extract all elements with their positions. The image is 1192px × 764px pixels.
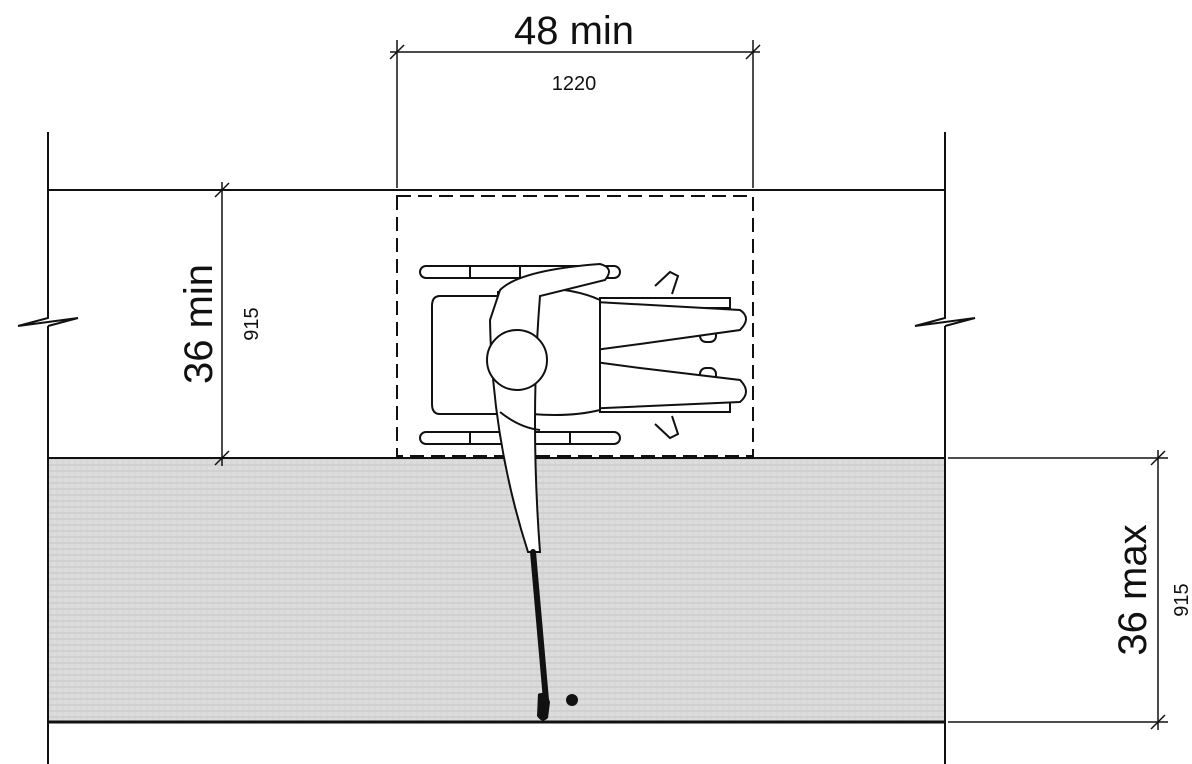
break-symbol-icon <box>914 300 976 327</box>
depth-dimension <box>214 182 230 466</box>
left-wall <box>17 132 79 764</box>
reach-dimension <box>948 450 1168 730</box>
break-symbol-icon <box>17 300 79 327</box>
reach-metric-label: 915 <box>1171 583 1192 616</box>
width-dimension <box>389 40 761 188</box>
clear-floor-space <box>396 195 754 457</box>
depth-metric-label: 915 <box>241 307 263 340</box>
width-imperial-label: 48 min <box>514 9 634 53</box>
person-icon <box>486 262 747 553</box>
right-wall <box>914 132 976 764</box>
reach-stick <box>530 549 578 721</box>
obstruction-area <box>48 458 945 722</box>
reach-imperial-label: 36 max <box>1111 524 1155 655</box>
ball-icon <box>566 694 578 706</box>
depth-imperial-label: 36 min <box>177 264 221 384</box>
width-metric-label: 1220 <box>552 73 597 95</box>
